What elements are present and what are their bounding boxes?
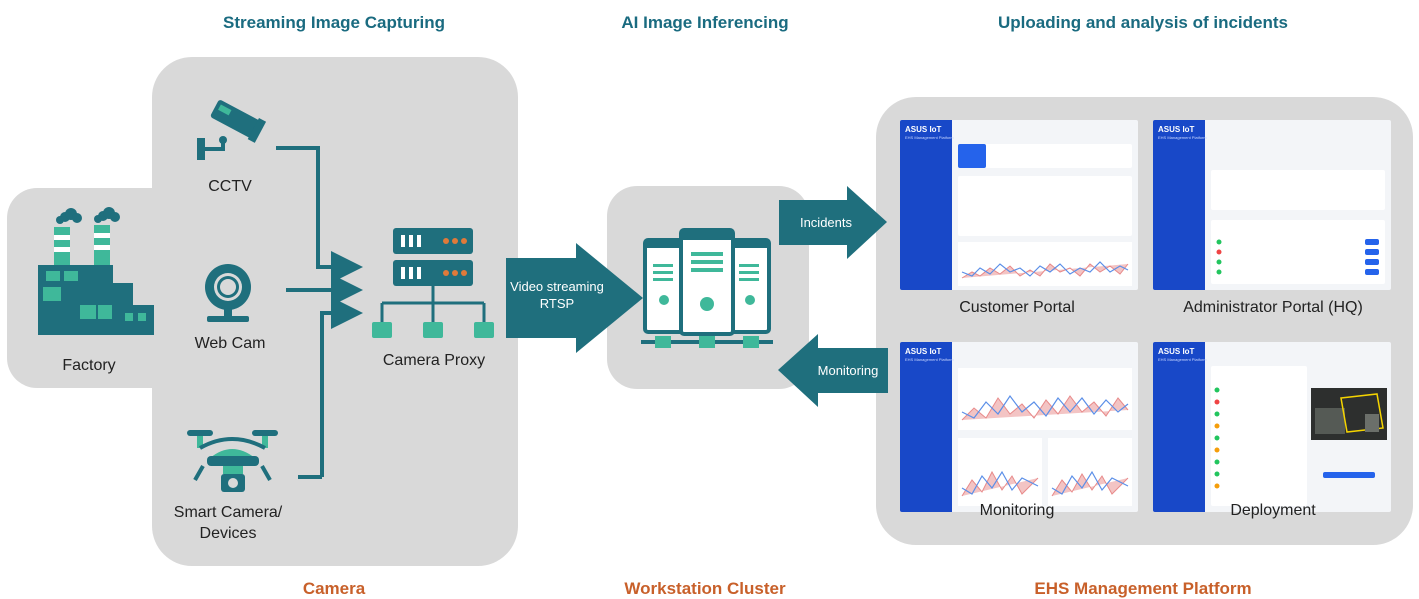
monitoring-arrow — [778, 334, 888, 407]
portal-brand-sub: EHS Management Platform — [905, 357, 954, 362]
portal-brand: ASUS IoT — [1158, 347, 1195, 356]
stats-row — [958, 144, 1132, 168]
factory-icon — [38, 207, 154, 335]
device-status-list — [1216, 239, 1379, 275]
customer-portal-screenshot: ASUS IoT EHS Management Platform — [900, 120, 1138, 290]
footer-ehs-platform: EHS Management Platform — [1034, 579, 1252, 598]
monitoring-charts — [958, 368, 1132, 506]
device-table — [1211, 220, 1385, 284]
video-streaming-line2: RTSP — [539, 296, 575, 311]
portal-sidebar — [1153, 120, 1205, 290]
footer-workstation-cluster: Workstation Cluster — [624, 579, 786, 598]
customer-portal-label: Customer Portal — [959, 299, 1075, 316]
stat-card-highlight — [958, 144, 986, 168]
cctv-icon — [197, 100, 267, 160]
header-streaming-capture: Streaming Image Capturing — [223, 13, 445, 32]
video-streaming-text: Video streaming RTSP — [508, 278, 606, 312]
monitoring-portal-label: Monitoring — [979, 502, 1055, 519]
camera-proxy-icon — [372, 228, 494, 338]
factory-label: Factory — [62, 357, 116, 374]
admin-portal-screenshot: ASUS IoT EHS Management Platform — [1153, 120, 1391, 290]
header-upload-analysis: Uploading and analysis of incidents — [998, 13, 1288, 32]
portal-brand: ASUS IoT — [1158, 125, 1195, 134]
footer-camera: Camera — [302, 579, 366, 598]
drone-icon — [187, 430, 278, 492]
deployment-portal-screenshot: ASUS IoT EHS Management Platform — [1153, 342, 1391, 512]
table-box — [958, 176, 1132, 236]
portal-sidebar — [900, 342, 952, 512]
admin-portal-label: Administrator Portal (HQ) — [1183, 299, 1363, 316]
deployment-portal-label: Deployment — [1230, 502, 1316, 519]
video-streaming-arrow — [506, 243, 643, 353]
deployment-table — [1211, 366, 1307, 506]
cctv-label: CCTV — [208, 178, 252, 195]
webcam-icon — [205, 264, 251, 322]
portal-brand-sub: EHS Management Platform — [1158, 357, 1207, 362]
smart-camera-label-1: Smart Camera/ — [173, 504, 283, 521]
header-ai-inference: AI Image Inferencing — [621, 13, 789, 32]
monitoring-arrow-text: Monitoring — [817, 363, 879, 378]
portal-brand: ASUS IoT — [905, 125, 942, 134]
site-cards — [1211, 170, 1385, 210]
video-streaming-line1: Video streaming — [510, 279, 604, 294]
monitoring-portal-screenshot: ASUS IoT EHS Management Platform — [900, 342, 1138, 512]
deployment-status-list — [1214, 387, 1220, 489]
portal-sidebar — [1153, 342, 1205, 512]
deploy-button — [1323, 472, 1375, 478]
webcam-label: Web Cam — [194, 335, 266, 352]
device-connectors — [276, 146, 363, 479]
portal-brand-sub: EHS Management Platform — [1158, 135, 1207, 140]
smart-camera-label-2: Devices — [199, 525, 257, 542]
portal-brand: ASUS IoT — [905, 347, 942, 356]
trend-chart — [958, 242, 1132, 286]
portal-brand-sub: EHS Management Platform — [905, 135, 954, 140]
camera-proxy-label: Camera Proxy — [382, 352, 486, 369]
incidents-text: Incidents — [799, 215, 853, 230]
workstation-servers-icon — [641, 228, 773, 348]
incidents-arrow — [779, 186, 887, 259]
portal-sidebar — [900, 120, 952, 290]
camera-preview — [1311, 388, 1387, 440]
